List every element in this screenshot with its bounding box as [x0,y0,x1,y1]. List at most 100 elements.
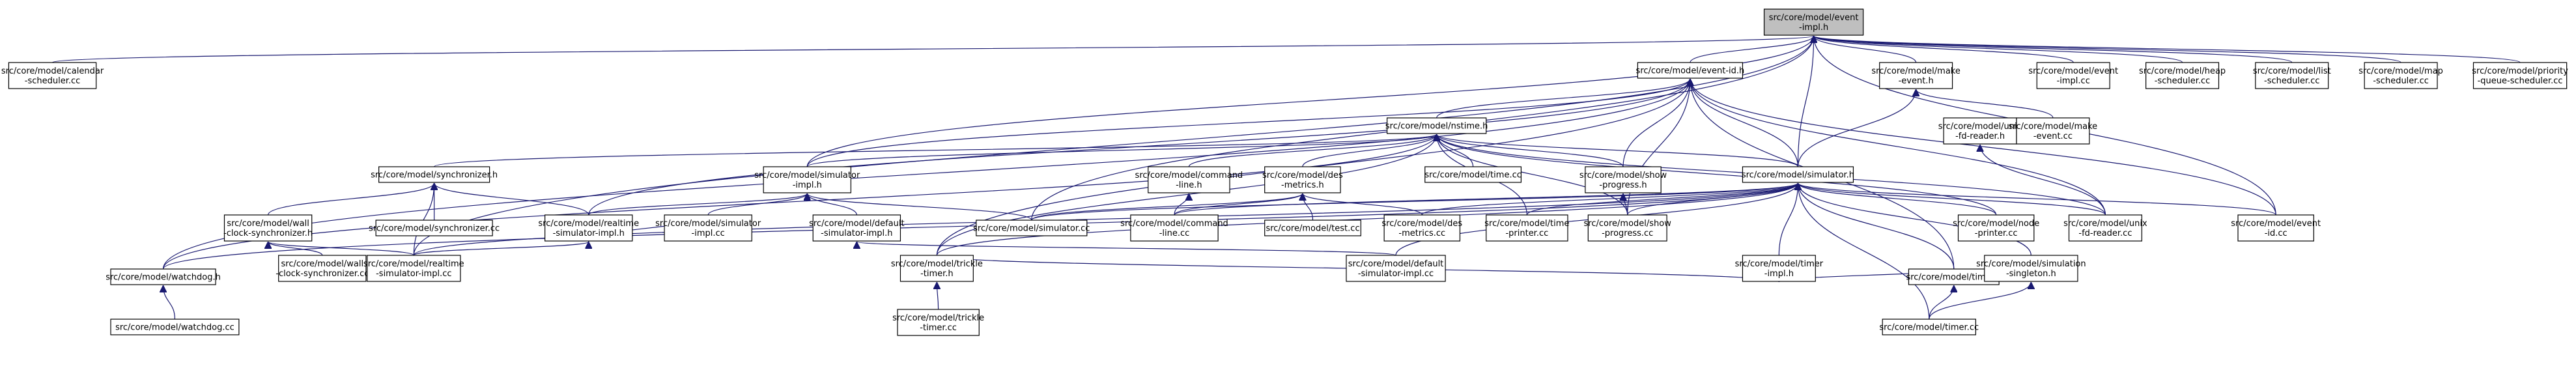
graph-node-sim-impl-cc[interactable]: src/core/model/simulator-impl.cc [655,214,761,242]
graph-node-default-h[interactable]: src/core/model/default-simulator-impl.h [809,214,905,242]
edge-des-h-to-nstime-h [1302,134,1437,167]
node-label-line: -timer.cc [920,323,957,333]
graph-node-wall-h[interactable]: src/core/model/wall-clock-synchronizer.h [223,214,313,242]
edge-default-cc-to-default-h [856,241,1396,256]
node-box [1637,62,1744,79]
edge-tprinter-cc-to-simulator-h [1526,182,1798,216]
graph-node-show-cc[interactable]: src/core/model/show-progress.cc [1584,214,1672,242]
graph-node-watchdog-cc[interactable]: src/core/model/watchdog.cc [110,319,240,335]
graph-node-des-cc[interactable]: src/core/model/des-metrics.cc [1381,214,1462,242]
graph-node-sim-impl-h[interactable]: src/core/model/simulator-impl.h [754,166,860,193]
edge-unix-cc-to-simulator-h [1798,182,2106,216]
node-label-line: src/core/model/wall [227,219,309,229]
graph-node-event-id-h[interactable]: src/core/model/event-id.h [1636,62,1745,79]
node-label-line: src/core/model/show [1584,219,1672,229]
node-box [367,255,461,282]
node-label-line: src/core/model/heap [2139,66,2226,76]
graph-node-list-cc[interactable]: src/core/model/list-scheduler.cc [2253,62,2331,89]
node-label-line: src/core/model/make [1871,66,1960,76]
node-label-line: -metrics.cc [1398,229,1445,238]
graph-node-default-cc[interactable]: src/core/model/default-simulator-impl.cc [1346,255,1446,282]
graph-node-simulator-h[interactable]: src/core/model/simulator.h [1742,166,1854,183]
edge-list-cc-to-event-impl-h [1814,35,2293,63]
node-box [763,166,852,193]
node-label-line: -progress.h [1599,180,1647,190]
edge-sim-impl-h-to-nstime-h [806,134,1436,167]
graph-node-trickle-cc[interactable]: src/core/model/trickle-timer.cc [892,309,984,336]
graph-node-calendar-cc[interactable]: src/core/model/calendar-scheduler.cc [1,62,104,89]
node-label-line: src/core/model/des [1262,171,1343,180]
graph-node-rt-impl-h[interactable]: src/core/model/realtime-simulator-impl.h [538,214,639,242]
graph-node-show-h[interactable]: src/core/model/show-progress.h [1579,166,1667,193]
graph-node-map-cc[interactable]: src/core/model/map-scheduler.cc [2358,62,2443,89]
node-label-line: -line.h [1176,180,1202,190]
node-label-line: src/core/model/simulator.cc [973,224,1090,234]
node-label-line: src/core/model/timer.cc [1879,323,1979,333]
graph-node-pq-cc[interactable]: src/core/model/priority-queue-scheduler.… [2472,62,2568,89]
edge-watchdog-h-to-nstime-h [162,134,1437,270]
node-label-line: src/core/model/default [809,219,905,229]
edge-map-cc-to-event-impl-h [1814,35,2401,63]
graph-node-timer-cc[interactable]: src/core/model/timer.cc [1879,319,1979,335]
node-label-line: -queue-scheduler.cc [2478,76,2563,86]
node-box [2472,62,2568,89]
graph-node-simulator-cc[interactable]: src/core/model/simulator.cc [973,220,1090,236]
node-label-line: -clock-synchronizer.cc [276,269,369,279]
node-label-line: src/core/model/time.cc [1424,171,1522,180]
edge-make-event-cc-to-make-event-h [1916,89,2054,119]
edge-event-impl-cc-to-event-impl-h [1814,35,2074,63]
node-label-line: src/core/model/priority [2472,66,2568,76]
node-label-line: -simulator-impl.h [553,229,625,238]
graph-node-unix-h[interactable]: src/core/model/unix-fd-reader.h [1938,117,2022,145]
edge-heap-cc-to-event-impl-h [1814,35,2183,63]
graph-node-heap-cc[interactable]: src/core/model/heap-scheduler.cc [2139,62,2226,89]
graph-node-trickle-h[interactable]: src/core/model/trickle-timer.h [891,255,983,282]
graph-node-cmdline-cc[interactable]: src/core/model/command-line.cc [1120,214,1228,242]
edge-sync-h-to-nstime-h [434,134,1437,167]
graph-node-event-id-cc[interactable]: src/core/model/event-id.cc [2231,214,2321,242]
node-label-line: -id.cc [2265,229,2287,238]
edge-simulator-cc-to-des-h [1031,193,1303,221]
edge-des-cc-to-simulator-h [1421,182,1798,216]
graph-node-singleton-h[interactable]: src/core/model/simulation-singleton.h [1976,255,2086,282]
graph-node-make-event-h[interactable]: src/core/model/make-event.h [1871,62,1960,89]
edge-show-h-to-nstime-h [1437,134,1624,167]
node-label-line: -singleton.h [2006,269,2056,279]
graph-node-test-cc[interactable]: src/core/model/test.cc [1264,220,1361,236]
edge-simulator-h-to-event-impl-h [1797,36,1813,167]
graph-node-des-h[interactable]: src/core/model/des-metrics.h [1262,166,1343,193]
node-label-line: src/core/model/des [1381,219,1462,229]
node-label-line: -metrics.h [1281,180,1324,190]
graph-node-cmdline-h[interactable]: src/core/model/command-line.h [1135,166,1243,193]
graph-node-watchdog-h[interactable]: src/core/model/watchdog.h [106,268,221,285]
graph-node-make-event-cc[interactable]: src/core/model/make-event.cc [2009,117,2097,145]
node-label-line: src/core/model/command [1135,171,1243,180]
graph-node-event-impl-cc[interactable]: src/core/model/event-impl.cc [2028,62,2118,89]
node-label-line: -impl.cc [692,229,725,238]
graph-node-nstime-h[interactable]: src/core/model/nstime.h [1385,117,1488,134]
graph-node-timer-impl-h[interactable]: src/core/model/timer-impl.h [1735,255,1824,282]
nodes-layer: src/core/model/event-impl.h src/core/mode… [1,8,2568,336]
edge-cmdline-h-to-nstime-h [1188,134,1436,167]
graph-node-wall-cc[interactable]: src/core/model/wall-clock-synchronizer.c… [276,255,369,282]
graph-node-unix-cc[interactable]: src/core/model/unix-fd-reader.cc [2063,214,2147,242]
graph-node-timer-h[interactable]: src/core/model/timer.h [1906,268,2002,285]
graph-node-event-impl-h[interactable]: src/core/model/event-impl.h [1763,8,1864,36]
edge-nodeprinter-cc-to-simulator-h [1798,182,1997,216]
edge-show-h-to-event-id-h [1622,79,1690,167]
node-box [1879,62,1953,89]
graph-node-sync-h[interactable]: src/core/model/synchronizer.h [371,166,498,183]
graph-node-sync-cc[interactable]: src/core/model/synchronizer.cc [369,220,500,236]
node-label-line: -fd-reader.h [1955,132,2005,141]
edge-event-id-h-to-event-impl-h [1690,35,1814,63]
node-box [897,309,980,336]
edge-wall-h-to-sync-h [268,182,434,216]
graph-node-tprinter-cc[interactable]: src/core/model/time-printer.cc [1484,214,1569,242]
graph-node-nodeprinter-cc[interactable]: src/core/model/node-printer.cc [1953,214,2039,242]
edge-rt-impl-cc-to-simulator-h [413,182,1798,256]
graph-node-rt-impl-cc[interactable]: src/core/model/realtime-simulator-impl.c… [363,255,464,282]
node-label-line: src/core/model/trickle [891,259,983,269]
node-box [1585,166,1662,193]
graph-node-time-cc[interactable]: src/core/model/time.cc [1424,166,1522,183]
edge-simulator-h-to-nstime-h [1437,134,1799,167]
